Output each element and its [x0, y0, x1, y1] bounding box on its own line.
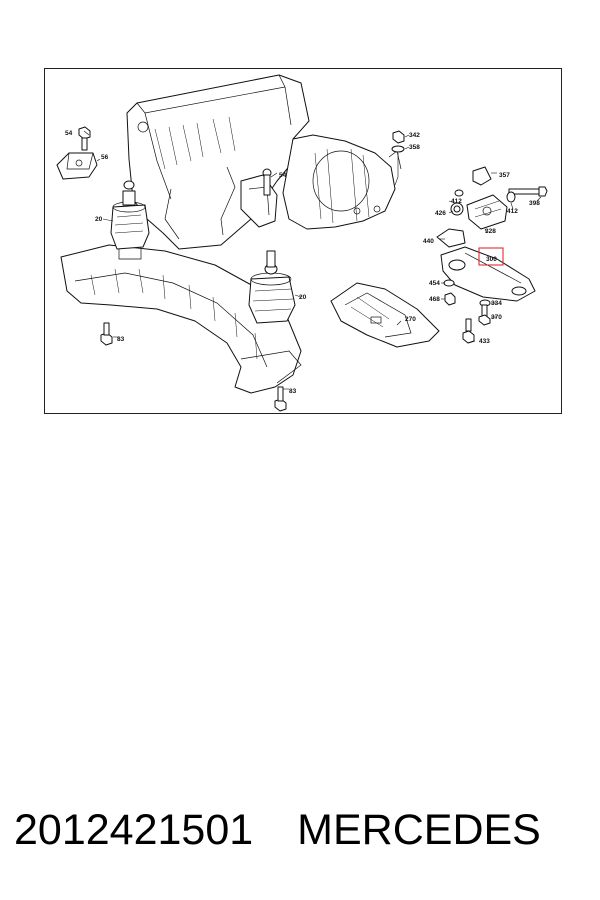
callout-412-a: 412	[451, 198, 462, 205]
engine-bracket	[240, 168, 278, 228]
exploded-parts-diagram: 54 56 20 83 54 20 83 342 358 357 412 426…	[56, 74, 548, 412]
bracket-440	[436, 228, 466, 248]
callout-412-b: 412	[507, 208, 518, 215]
callout-labels: 54 56 20 83 54 20 83 342 358 357 412 426…	[65, 130, 540, 395]
transmission-mount-328	[466, 194, 508, 230]
nut-468	[444, 292, 456, 306]
brand-name: MERCEDES	[297, 805, 541, 854]
bolt-433	[462, 318, 475, 344]
transmission-crossmember-300	[440, 246, 536, 302]
callout-468: 468	[429, 296, 440, 303]
leader-lines	[83, 130, 542, 390]
engine-mount-left	[110, 180, 150, 260]
callout-83-bottom: 83	[289, 388, 297, 395]
callout-20-left: 20	[95, 216, 103, 223]
callout-357: 357	[499, 172, 510, 179]
callout-20-mid: 20	[299, 294, 307, 301]
callout-454: 454	[429, 280, 440, 287]
bolt-83-bottom	[274, 386, 287, 412]
bolt-83-left	[100, 322, 113, 346]
bracket-56	[56, 152, 98, 180]
callout-426: 426	[435, 210, 446, 217]
bolt-54-left	[78, 126, 91, 151]
engine-block	[126, 74, 310, 250]
callout-398: 398	[529, 200, 540, 207]
callout-83-left: 83	[117, 336, 125, 343]
callout-300: 300	[486, 256, 497, 263]
callout-358: 358	[409, 144, 420, 151]
callout-370: 370	[491, 314, 502, 321]
front-crossmember	[60, 244, 302, 394]
part-number: 2012421501	[14, 805, 254, 854]
callout-440: 440	[423, 238, 434, 245]
clip-357	[472, 166, 492, 186]
product-caption: 2012421501 MERCEDES	[14, 800, 594, 860]
nut-342	[392, 130, 405, 144]
callout-54-mid: 54	[279, 172, 287, 179]
bolt-370	[478, 304, 491, 326]
washer-454	[443, 279, 455, 287]
callout-334: 334	[491, 300, 502, 307]
callout-54-left: 54	[65, 130, 73, 137]
engine-mount-mid	[248, 250, 296, 324]
highlight-box-300	[478, 247, 504, 266]
bushing-412-426	[450, 189, 464, 216]
callout-433: 433	[479, 338, 490, 345]
callout-270: 270	[405, 316, 416, 323]
callout-56: 56	[101, 154, 109, 161]
callout-328: 328	[485, 228, 496, 235]
callout-342: 342	[409, 132, 420, 139]
diagram-frame: 54 56 20 83 54 20 83 342 358 357 412 426…	[44, 68, 562, 414]
transmission-housing	[282, 134, 402, 230]
support-plate-270	[330, 282, 440, 348]
washer-358	[391, 145, 405, 153]
bolt-398	[508, 186, 548, 197]
washer-412-right	[506, 191, 516, 203]
